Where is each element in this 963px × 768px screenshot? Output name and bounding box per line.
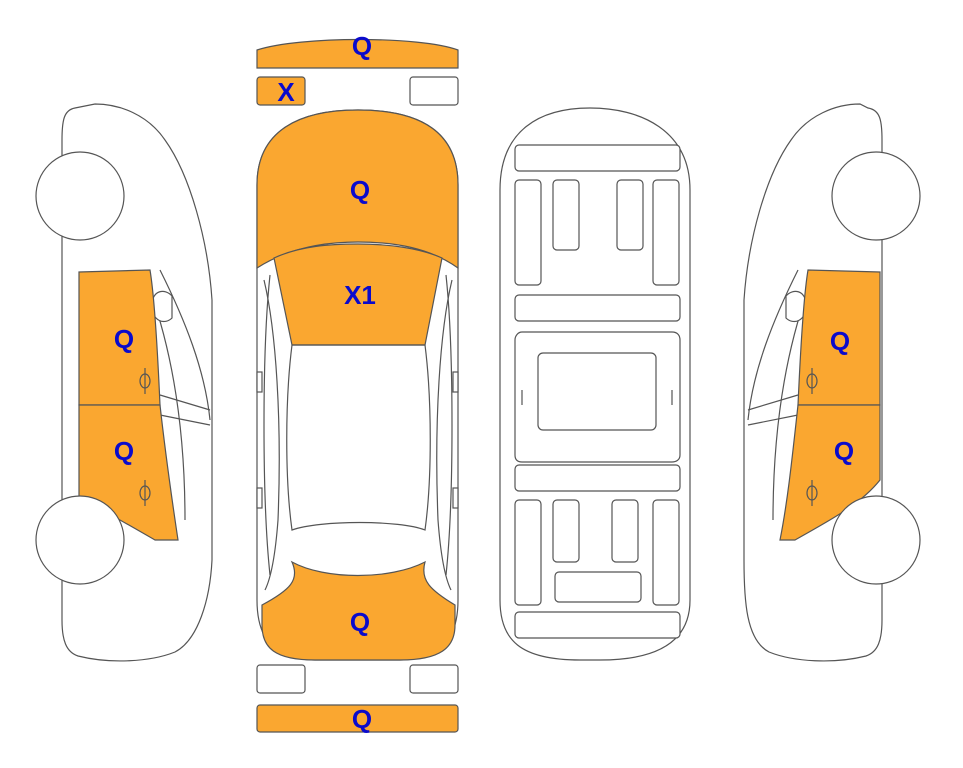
underbody-crossmember-1 <box>514 294 681 322</box>
right-side-view: Q Q <box>743 103 921 662</box>
underbody-panel-right-rail <box>652 179 680 286</box>
underbody-rear-right-box <box>611 499 639 563</box>
right-handle-top <box>452 487 459 509</box>
left-handle-top <box>256 487 263 509</box>
underbody-rear-right-rail <box>652 499 680 606</box>
underbody-center-panel <box>537 352 657 431</box>
left-rear-wheel <box>35 495 125 585</box>
front-right-small-part[interactable] <box>409 76 459 106</box>
left-side-belt-line-2 <box>159 414 211 426</box>
left-front-wheel <box>35 151 125 241</box>
underbody-view <box>499 107 691 661</box>
trunk-code: Q <box>350 607 370 637</box>
underbody-panel-left-rail <box>514 179 542 286</box>
left-body-line <box>263 274 271 576</box>
underbody-crossmember-2 <box>514 464 681 492</box>
right-a-pillar-line <box>436 279 453 591</box>
underbody-panel-rear <box>514 611 681 639</box>
left-rear-door-code: Q <box>114 436 134 466</box>
trunk[interactable] <box>261 560 456 661</box>
right-rear-door-handle-icon <box>806 480 818 506</box>
underbody-center-frame <box>514 331 681 463</box>
roof-outline <box>286 344 431 531</box>
windshield-code: X1 <box>344 280 376 310</box>
right-side-window-line <box>747 269 799 421</box>
rear-bumper[interactable] <box>256 704 459 733</box>
front-left-small-part-code: X <box>277 77 295 107</box>
left-front-door-code: Q <box>114 324 134 354</box>
left-side-window-line <box>159 269 211 421</box>
left-rear-door-handle-icon <box>139 480 151 506</box>
underbody-rear-left-box <box>552 499 580 563</box>
underbody-rear-tank <box>554 571 642 603</box>
rear-right-small-part[interactable] <box>409 664 459 694</box>
underbody-panel-right-box <box>616 179 644 251</box>
right-front-wheel <box>831 151 921 241</box>
left-side-belt-line <box>159 394 211 411</box>
front-bumper-code: Q <box>352 31 372 61</box>
left-a-pillar-line <box>263 279 280 591</box>
right-body-line <box>445 274 453 576</box>
right-rear-wheel <box>831 495 921 585</box>
windshield[interactable] <box>273 243 443 346</box>
hood-code: Q <box>350 175 370 205</box>
left-mirror-top <box>256 371 263 393</box>
right-front-door-code: Q <box>830 326 850 356</box>
right-side-belt-line <box>747 394 799 411</box>
front-bumper[interactable] <box>256 38 459 69</box>
underbody-panel-front <box>514 144 681 172</box>
hood[interactable] <box>256 109 459 270</box>
front-left-small-part[interactable] <box>256 76 306 106</box>
rear-bumper-code: Q <box>352 704 372 734</box>
right-front-door-handle-icon <box>806 368 818 394</box>
underbody-rear-left-rail <box>514 499 542 606</box>
left-front-door-handle-icon <box>139 368 151 394</box>
top-view: Q X Q X1 Q Q <box>256 31 459 734</box>
rear-left-small-part[interactable] <box>256 664 306 694</box>
left-side-view: Q Q <box>35 103 213 662</box>
right-mirror-top <box>452 371 459 393</box>
underbody-panel-left-box <box>552 179 580 251</box>
right-rear-door-code: Q <box>834 436 854 466</box>
right-side-belt-line-2 <box>747 414 799 426</box>
